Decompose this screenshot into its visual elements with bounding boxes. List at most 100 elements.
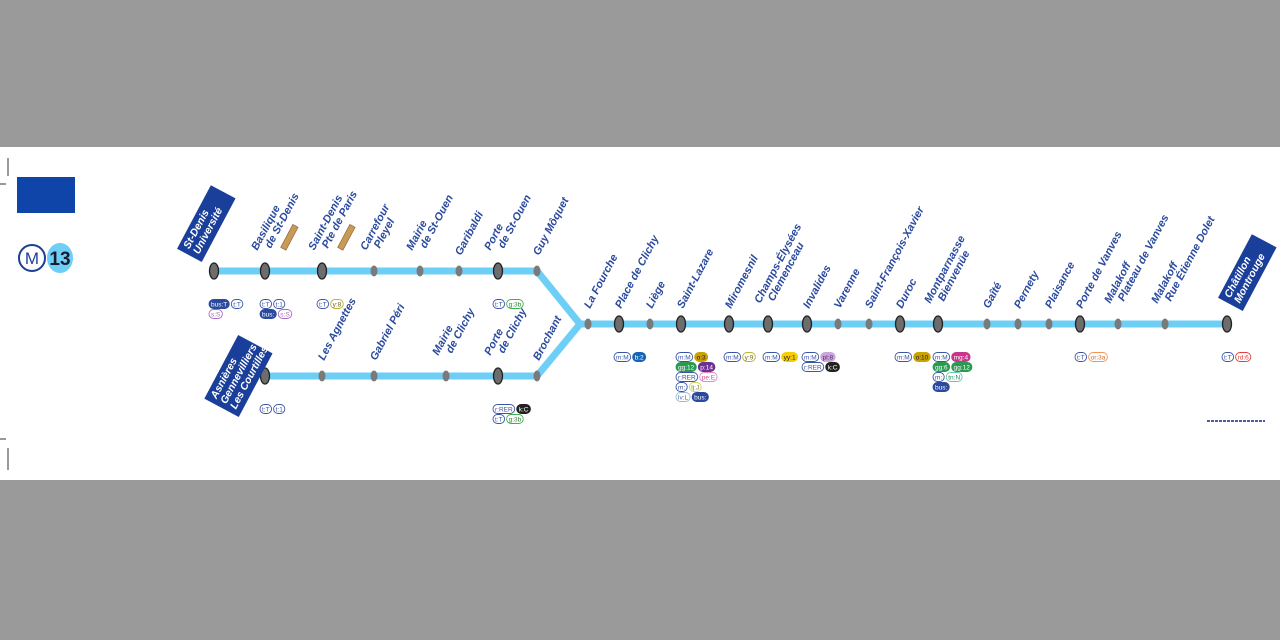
badge-label: gg:12 — [678, 364, 695, 371]
badge-pill — [801, 362, 825, 372]
badge-pill — [675, 382, 688, 392]
station[interactable]: La Fourche — [582, 252, 620, 330]
correspondence-badge: m:M — [723, 352, 742, 362]
station[interactable]: Saint-Lazare — [675, 247, 716, 333]
metro-logo-icon: M — [18, 244, 46, 272]
badge-label: pe:E — [702, 374, 716, 381]
correspondence-badge: g:3b — [506, 299, 524, 309]
badge-label: lj:J — [691, 384, 699, 391]
station-label: Guy Môquet — [531, 194, 572, 257]
badge-label: t:T — [1224, 354, 1232, 361]
badge-pill — [742, 352, 756, 362]
tram-tag — [337, 224, 356, 251]
badge-pill — [1074, 352, 1088, 362]
correspondence-badge: t:1 — [273, 404, 286, 414]
badge-label: m:M — [765, 354, 778, 361]
badge-pill — [951, 362, 973, 372]
station[interactable]: Guy Môquet — [531, 194, 572, 277]
correspondence-badge: r:RER — [675, 372, 699, 382]
badge-pill — [208, 299, 230, 309]
correspondence-badge: m:M — [894, 352, 913, 362]
badge-pill — [932, 372, 945, 382]
badge-pill — [699, 372, 718, 382]
station-name: Saint-Lazare — [675, 247, 716, 310]
station-label: Liège — [644, 279, 668, 310]
station[interactable]: Gabriel Péri — [368, 301, 408, 382]
badge-pill — [1235, 352, 1252, 362]
correspondence-badge: pl:8 — [820, 352, 836, 362]
badge-label: m:M — [678, 354, 691, 361]
station[interactable]: Varenne — [832, 267, 863, 330]
station[interactable]: Plaisance — [1043, 260, 1077, 330]
station-name: Invalides — [801, 263, 834, 310]
correspondence-badge: r:RER — [801, 362, 825, 372]
station-name: de St-Ouen — [496, 193, 534, 251]
badge-label: y:8 — [333, 301, 342, 308]
correspondence-badge: t:T — [316, 299, 330, 309]
correspondence-badge: m:M — [932, 352, 951, 362]
station-name: Garibaldi — [453, 209, 486, 258]
badge-label: r:RER — [495, 406, 513, 413]
badge-label: t:T — [319, 301, 327, 308]
station[interactable]: Saint-François-Xavier — [863, 204, 927, 330]
station-interchange-marker — [492, 262, 504, 280]
station-name: Saint-François-Xavier — [863, 204, 927, 310]
station-marker — [834, 318, 842, 330]
station-name: Brochant — [531, 313, 565, 362]
badge-pill — [723, 352, 742, 362]
badge-label: lv:L — [678, 394, 689, 401]
station-label: Gaîté — [981, 280, 1005, 310]
badge-label: m:M — [726, 354, 739, 361]
badge-label: r:RER — [678, 374, 696, 381]
badge-label: o:3 — [697, 354, 706, 361]
correspondence-badge: b:2 — [632, 352, 647, 362]
station-marker — [533, 265, 541, 277]
station-label: Saint-François-Xavier — [863, 204, 927, 310]
station-name: Guy Môquet — [531, 194, 572, 257]
correspondence-badge: gg:12 — [675, 362, 697, 372]
station-interchange-marker — [762, 315, 774, 333]
station-marker — [442, 370, 450, 382]
station[interactable]: Pernety — [1012, 268, 1042, 330]
badge-pill — [675, 372, 699, 382]
badge-pill — [492, 414, 506, 424]
badge-pill — [632, 352, 647, 362]
line-color-block — [17, 177, 75, 213]
badge-pill — [932, 362, 951, 372]
station[interactable]: Garibaldi — [453, 209, 486, 277]
badge-pill — [259, 404, 273, 414]
tram-tag — [280, 224, 299, 251]
correspondence-badge: m: — [675, 382, 688, 392]
correspondence-badge: t:T — [259, 404, 273, 414]
badge-pill — [951, 352, 971, 362]
terminus-box — [1218, 234, 1277, 311]
badge-label: t:T — [262, 406, 270, 413]
badge-label: k:C — [828, 364, 838, 371]
terminus-box — [177, 185, 236, 262]
correspondence-badge: s:S — [277, 309, 293, 319]
badge-pill — [913, 352, 931, 362]
badge-label: g:3b — [509, 301, 522, 308]
station-interchange-marker — [208, 262, 220, 280]
station[interactable]: Place de Clichy — [613, 233, 662, 333]
badge-label: or:3a — [1091, 354, 1106, 361]
station-interchange-marker — [801, 315, 813, 333]
station-label: Garibaldi — [453, 209, 486, 258]
